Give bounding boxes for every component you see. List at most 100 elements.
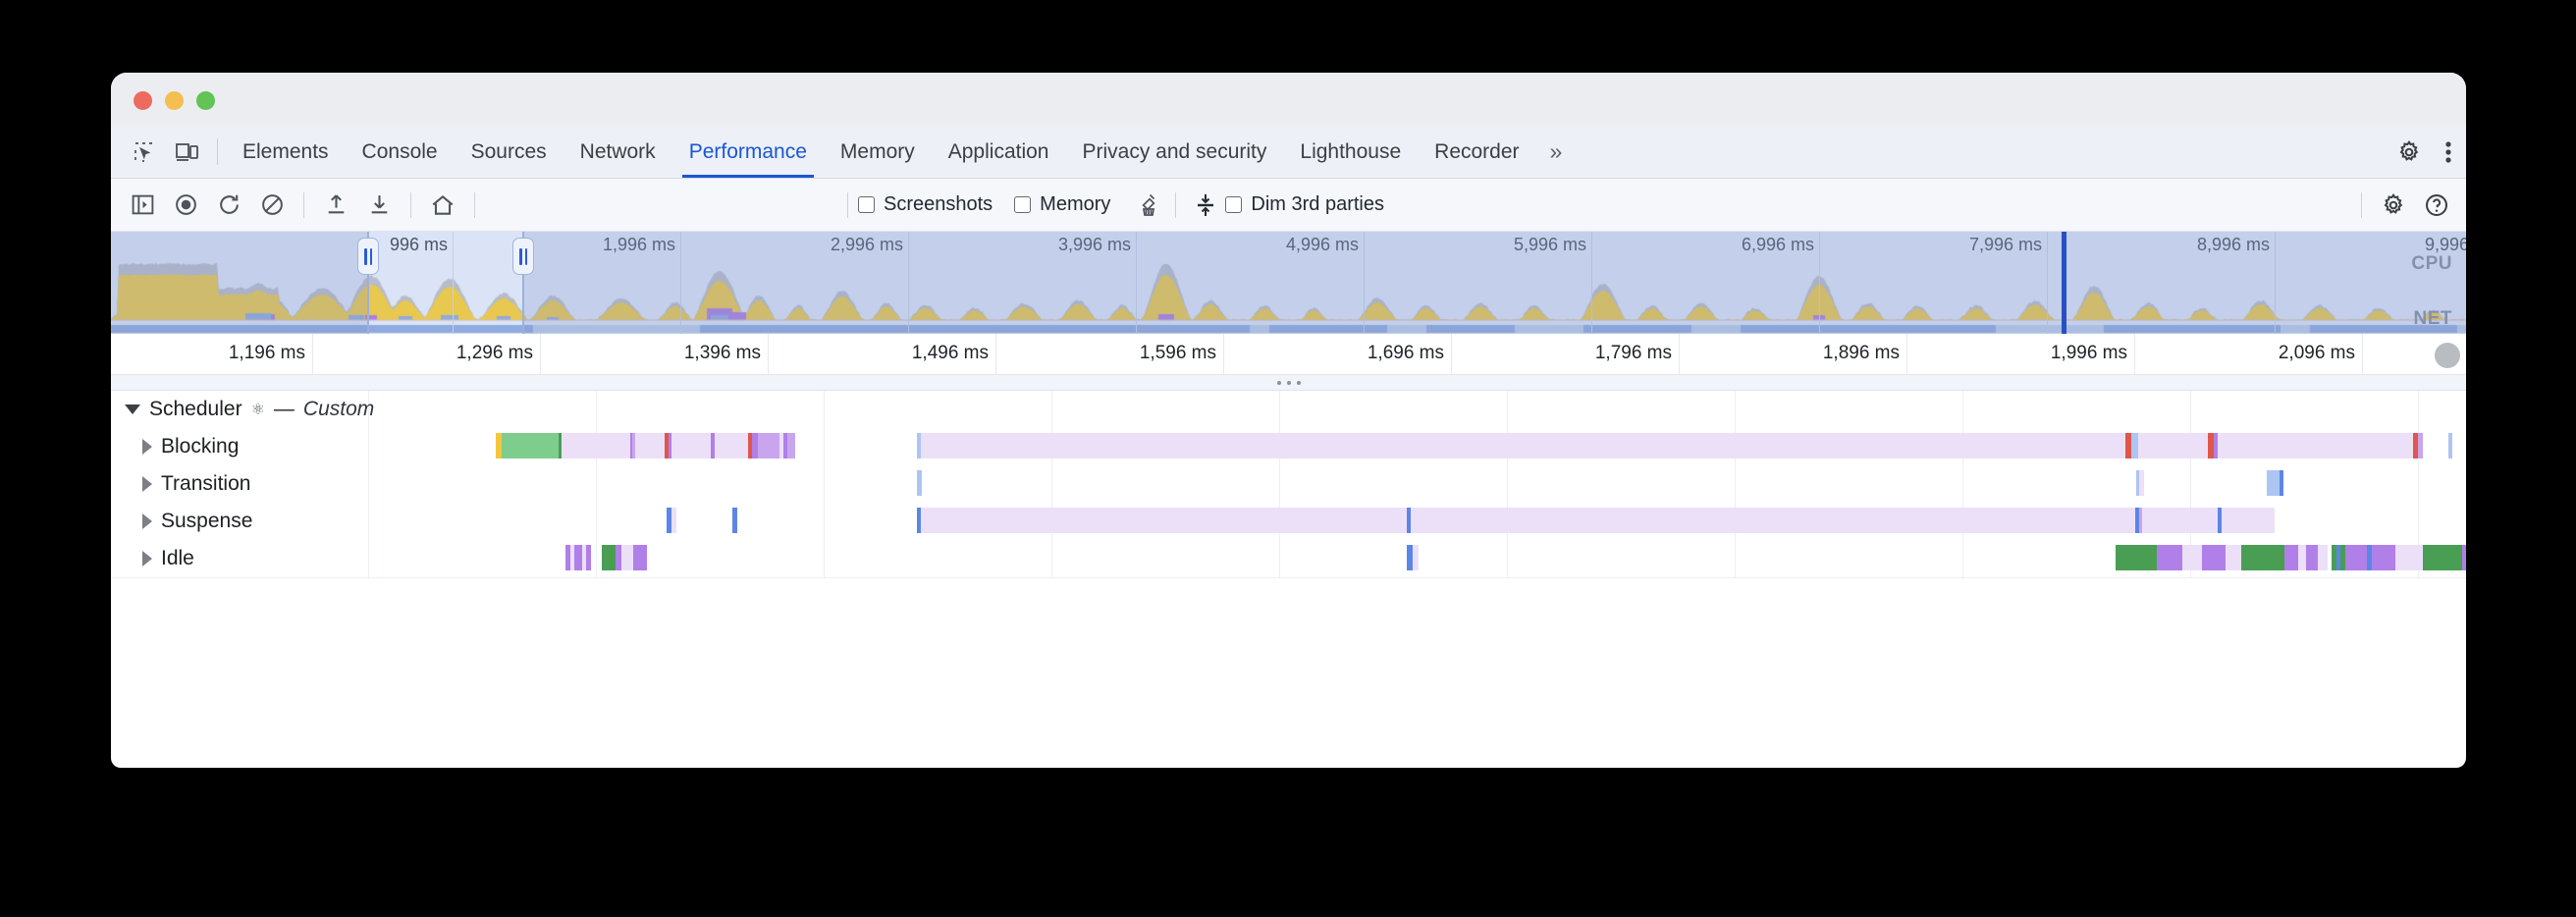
tab-memory[interactable]: Memory	[824, 126, 932, 178]
flame-bar[interactable]	[2241, 545, 2284, 570]
overview-window-edge[interactable]	[522, 232, 524, 334]
flame-bar[interactable]	[2157, 545, 2182, 570]
home-icon[interactable]	[421, 192, 464, 218]
flame-bar[interactable]	[574, 545, 582, 570]
flame-bar[interactable]	[2208, 433, 2214, 458]
flame-bar[interactable]	[669, 433, 671, 458]
flame-bar[interactable]	[2116, 545, 2157, 570]
flame-bar[interactable]	[582, 545, 586, 570]
flame-bar[interactable]	[570, 545, 574, 570]
flame-bar[interactable]	[586, 545, 591, 570]
dim-3rd-parties-checkbox[interactable]: Dim 3rd parties	[1225, 193, 1384, 216]
flame-bar[interactable]	[787, 433, 795, 458]
flame-bar[interactable]	[2345, 545, 2367, 570]
overview-window-edge[interactable]	[367, 232, 369, 334]
flame-bar[interactable]	[748, 433, 752, 458]
flame-bar[interactable]	[2218, 508, 2222, 533]
flame-bar[interactable]	[921, 508, 1407, 533]
track-group-label[interactable]: Scheduler ⚛ — Custom	[111, 391, 374, 428]
chevron-right-icon[interactable]	[142, 551, 152, 566]
flame-bar[interactable]	[2306, 545, 2318, 570]
clear-recording-icon[interactable]	[250, 192, 294, 217]
flame-bar[interactable]	[1411, 508, 2275, 533]
screenshots-checkbox[interactable]: Screenshots	[858, 193, 993, 216]
flame-bar[interactable]	[715, 433, 748, 458]
chevron-right-icon[interactable]	[142, 513, 152, 529]
tab-performance[interactable]: Performance	[672, 126, 824, 178]
upload-profile-icon[interactable]	[314, 192, 357, 217]
flame-bar[interactable]	[559, 433, 562, 458]
flame-bar[interactable]	[2284, 545, 2298, 570]
flame-bar[interactable]	[562, 433, 632, 458]
flame-bar[interactable]	[1407, 508, 1411, 533]
flame-bar[interactable]	[917, 433, 921, 458]
flame-bar[interactable]	[2182, 545, 2202, 570]
pane-drag-handle[interactable]	[111, 375, 2466, 391]
flame-bar[interactable]	[565, 545, 570, 570]
flame-bar[interactable]	[917, 470, 922, 496]
flame-bar[interactable]	[2135, 508, 2139, 533]
flame-bar[interactable]	[917, 508, 921, 533]
tab-console[interactable]: Console	[346, 126, 455, 178]
overview-window-handle-right[interactable]	[512, 238, 534, 275]
track-label-idle[interactable]: Idle	[111, 540, 194, 577]
flame-bar[interactable]	[2332, 545, 2336, 570]
flame-bar[interactable]	[2395, 545, 2423, 570]
flame-bar[interactable]	[921, 433, 2125, 458]
track-row-idle[interactable]: Idle	[111, 540, 2466, 577]
flame-bar[interactable]	[2267, 470, 2280, 496]
flame-bar[interactable]	[2418, 433, 2423, 458]
flame-bar[interactable]	[632, 433, 635, 458]
flame-bar[interactable]	[2448, 433, 2452, 458]
flame-bar[interactable]	[2318, 545, 2328, 570]
inspect-element-icon[interactable]	[123, 126, 166, 178]
window-maximize-button[interactable]	[196, 91, 215, 110]
more-options-icon[interactable]	[2431, 139, 2466, 165]
tab-privacy-and-security[interactable]: Privacy and security	[1065, 126, 1283, 178]
track-bars-transition[interactable]	[111, 465, 2466, 503]
tab-application[interactable]: Application	[932, 126, 1066, 178]
flame-bar[interactable]	[602, 545, 616, 570]
track-bars-suspense[interactable]	[111, 503, 2466, 540]
flame-bar[interactable]	[2336, 545, 2340, 570]
flame-bar[interactable]	[2125, 433, 2131, 458]
chevron-right-icon[interactable]	[142, 439, 152, 455]
tab-network[interactable]: Network	[564, 126, 672, 178]
tab-recorder[interactable]: Recorder	[1418, 126, 1535, 178]
flame-bar[interactable]	[621, 545, 633, 570]
track-row-blocking[interactable]: Blocking	[111, 428, 2466, 465]
flame-bar[interactable]	[2214, 433, 2218, 458]
chevron-down-icon[interactable]	[125, 405, 140, 414]
flame-bar[interactable]	[758, 433, 779, 458]
help-icon[interactable]	[2415, 192, 2458, 218]
track-label-transition[interactable]: Transition	[111, 465, 250, 503]
flame-bar[interactable]	[2462, 545, 2466, 570]
flame-bar[interactable]	[2413, 433, 2418, 458]
flame-bar[interactable]	[1413, 545, 1419, 570]
timeline-scroll-thumb[interactable]	[2435, 343, 2460, 368]
flame-bar[interactable]	[633, 545, 647, 570]
track-label-blocking[interactable]: Blocking	[111, 428, 239, 465]
more-tabs-icon[interactable]: »	[1536, 126, 1575, 178]
flame-bar[interactable]	[667, 508, 671, 533]
flame-bar[interactable]	[2423, 545, 2462, 570]
flame-bar[interactable]	[671, 508, 676, 533]
window-minimize-button[interactable]	[165, 91, 184, 110]
tab-sources[interactable]: Sources	[455, 126, 564, 178]
flame-bar[interactable]	[502, 433, 559, 458]
record-button-icon[interactable]	[164, 192, 207, 217]
flame-bar[interactable]	[2138, 433, 2208, 458]
settings-gear-icon[interactable]	[2388, 139, 2431, 165]
window-close-button[interactable]	[134, 91, 152, 110]
flame-bar[interactable]	[2372, 545, 2395, 570]
flame-bar[interactable]	[2340, 545, 2345, 570]
collapse-tracks-icon[interactable]	[1186, 192, 1225, 218]
flame-bar[interactable]	[2202, 545, 2226, 570]
track-row-transition[interactable]: Transition	[111, 465, 2466, 503]
flame-bar[interactable]	[711, 433, 715, 458]
track-group-scheduler[interactable]: Scheduler ⚛ — Custom	[111, 391, 2466, 428]
flame-bar[interactable]	[496, 433, 502, 458]
flame-bar[interactable]	[779, 433, 783, 458]
device-toolbar-icon[interactable]	[166, 126, 209, 178]
